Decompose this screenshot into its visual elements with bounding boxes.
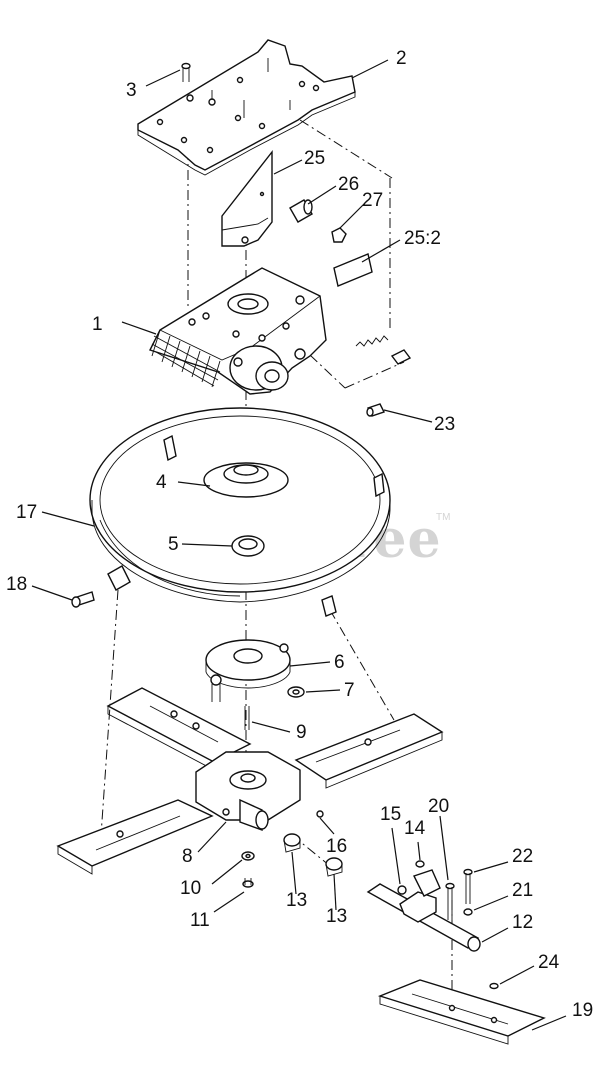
part-19-blade bbox=[377, 979, 546, 1045]
watermark-trademark: TM bbox=[436, 512, 450, 523]
part-14-nut bbox=[415, 860, 425, 868]
callout-21: 21 bbox=[512, 880, 533, 901]
part-25-bracket bbox=[221, 149, 273, 247]
part-7-nut bbox=[287, 686, 305, 698]
callout-9: 9 bbox=[296, 722, 307, 743]
part-12-arm bbox=[366, 869, 481, 952]
callout-26: 26 bbox=[338, 174, 359, 195]
part-21-washer bbox=[463, 908, 473, 916]
part-2-top-plate bbox=[137, 39, 356, 176]
part-27-nut bbox=[331, 227, 347, 243]
part-20-bolt bbox=[445, 882, 455, 920]
part-18-bolt bbox=[71, 591, 95, 608]
callout-13b: 13 bbox=[326, 906, 347, 927]
part-22-bolt bbox=[463, 868, 473, 904]
callout-1: 1 bbox=[92, 314, 103, 335]
callout-17: 17 bbox=[16, 502, 37, 523]
callout-22: 22 bbox=[512, 846, 533, 867]
callout-14: 14 bbox=[404, 818, 426, 839]
leader-lines bbox=[31, 59, 567, 1031]
callout-19: 19 bbox=[572, 1000, 593, 1021]
callout-12: 12 bbox=[512, 912, 533, 933]
callout-7: 7 bbox=[344, 680, 355, 701]
callout-4: 4 bbox=[156, 472, 167, 493]
callout-25: 25 bbox=[304, 148, 325, 169]
alignment-lines bbox=[99, 119, 453, 1010]
trowel-cross-frame bbox=[56, 687, 444, 875]
callout-25-2: 25:2 bbox=[404, 228, 441, 249]
callout-8: 8 bbox=[182, 846, 193, 867]
callout-2: 2 bbox=[396, 48, 407, 69]
callout-11: 11 bbox=[190, 910, 210, 931]
callout-15: 15 bbox=[380, 804, 401, 825]
callout-3: 3 bbox=[126, 80, 137, 101]
callout-24: 24 bbox=[538, 952, 560, 973]
part-25-2-decal bbox=[333, 253, 373, 287]
part-11-bolt bbox=[242, 878, 254, 888]
callout-13a: 13 bbox=[286, 890, 307, 911]
part-3-screw bbox=[181, 62, 191, 82]
gearbox-spring bbox=[355, 335, 412, 365]
callout-10: 10 bbox=[180, 878, 201, 899]
part-26-spacer bbox=[289, 199, 313, 223]
part-6-hub-carrier bbox=[205, 639, 291, 702]
part-17-ring bbox=[89, 407, 391, 617]
part-23-pin bbox=[366, 403, 385, 417]
part-13-bushing-b bbox=[325, 857, 343, 877]
part-4-hub bbox=[203, 462, 289, 498]
part-5-bearing bbox=[231, 535, 265, 557]
callout-18: 18 bbox=[6, 574, 27, 595]
callout-27: 27 bbox=[362, 190, 383, 211]
callout-20: 20 bbox=[428, 796, 449, 817]
callout-labels: 1 2 3 4 5 6 7 8 9 10 11 12 13 13 14 15 1… bbox=[6, 48, 593, 1021]
part-10-washer bbox=[241, 851, 255, 861]
callout-16: 16 bbox=[326, 836, 347, 857]
callout-23: 23 bbox=[434, 414, 455, 435]
callout-6: 6 bbox=[334, 652, 345, 673]
part-15-fitting bbox=[397, 885, 407, 895]
part-13-bushing-a bbox=[283, 833, 301, 853]
part-24-screw bbox=[489, 982, 499, 990]
callout-5: 5 bbox=[168, 534, 179, 555]
part-9-pin bbox=[244, 706, 250, 730]
part-1-gearbox bbox=[149, 267, 327, 395]
